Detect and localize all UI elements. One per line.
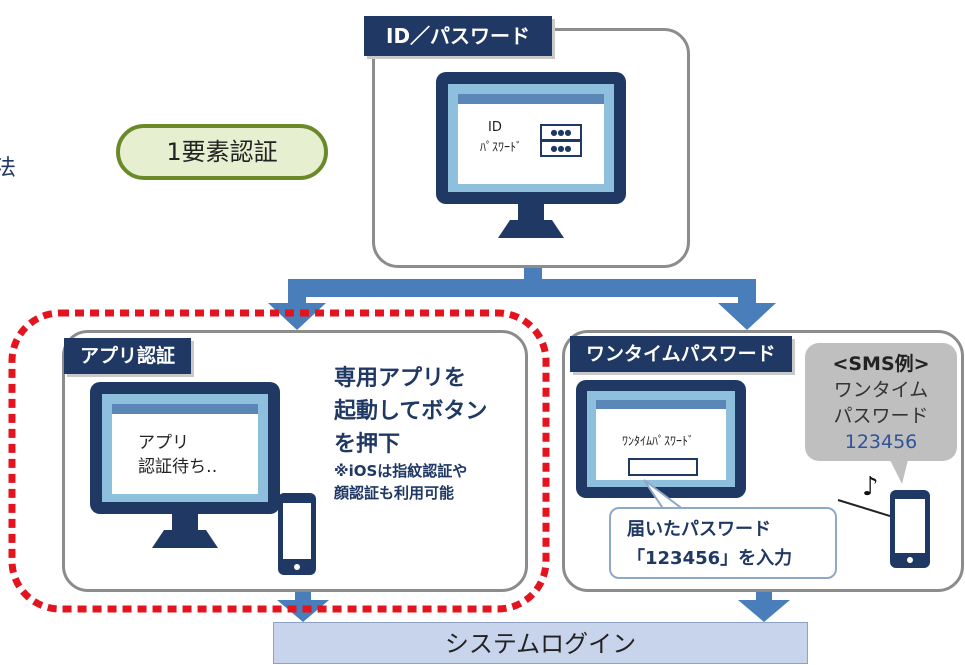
arrow-left-branch-head: [268, 303, 326, 330]
id-password-title: ID／パスワード: [364, 16, 553, 56]
app-auth-title: アプリ認証: [64, 338, 192, 374]
input-instruction-line1: 届いたパスワード: [627, 519, 771, 540]
highlight-dashed-border: [8, 309, 550, 613]
app-screen-text-2: 認証待ち‥: [138, 457, 218, 477]
otp-screen-input-field: [628, 458, 698, 476]
id-input-field: ●●●: [540, 124, 582, 141]
app-note-line2: 顔認証も利用可能: [334, 484, 455, 502]
arrow-right-branch-head: [718, 303, 776, 330]
id-label: ID: [488, 120, 502, 135]
sms-example-title: <SMS例>: [832, 353, 930, 375]
arrow-horizontal-bar: [288, 279, 756, 297]
one-factor-badge: 1要素認証: [116, 124, 328, 180]
app-desc-line1: 専用アプリを: [334, 366, 467, 391]
otp-title: ワンタイムパスワード: [570, 336, 792, 372]
callout-connector-line: [837, 499, 891, 517]
smartphone-icon: [278, 493, 316, 575]
otp-screen-text: ﾜﾝﾀｲﾑﾊﾟｽﾜｰﾄﾞ: [622, 434, 695, 448]
app-screen-text-1: アプリ: [138, 433, 189, 453]
arrow-down-right-head: [738, 600, 790, 622]
arrow-down-right-stem: [756, 590, 772, 602]
sms-code: 123456: [844, 431, 918, 453]
left-edge-text: 法: [0, 156, 17, 181]
sms-bubble-tail: [890, 460, 908, 484]
system-login-bar: システムログイン: [273, 622, 808, 664]
monitor-icon: [90, 382, 280, 548]
arrow-left-branch-stem: [288, 279, 306, 305]
app-desc-line3: を押下: [334, 432, 401, 457]
app-desc-line2: 起動してボタン: [334, 399, 488, 424]
password-input-field: ●●●: [540, 140, 582, 157]
monitor-icon: [436, 72, 626, 238]
sms-example-bubble: <SMS例> ワンタイム パスワード 123456: [805, 343, 957, 461]
sms-line-password: パスワード: [833, 405, 929, 427]
input-instruction-callout: 届いたパスワード 「123456」を入力: [609, 507, 837, 579]
smartphone-icon: [890, 490, 930, 568]
app-note-line1: ※iOSは指紋認証や: [334, 462, 468, 480]
music-note-icon: ♪: [862, 472, 879, 502]
sms-line-onetime: ワンタイム: [833, 379, 929, 401]
arrow-right-branch-stem: [738, 279, 756, 305]
password-label: ﾊﾟｽﾜｰﾄﾞ: [480, 140, 523, 154]
arrow-down-left-stem: [295, 590, 311, 602]
input-instruction-line2: 「123456」を入力: [627, 548, 793, 569]
